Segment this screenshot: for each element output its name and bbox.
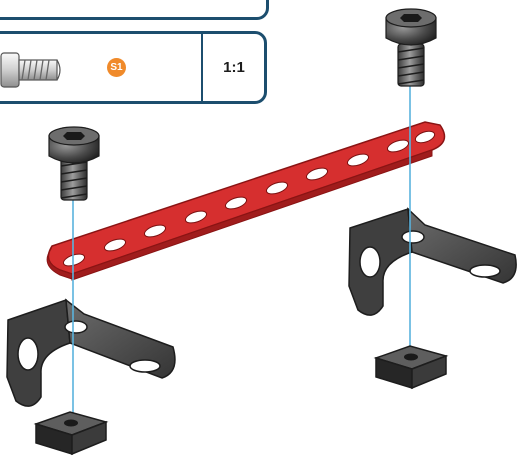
angle-bracket <box>6 298 176 407</box>
square-nut <box>373 345 449 390</box>
screw-icon <box>0 52 61 88</box>
square-nut <box>33 411 109 456</box>
part-badge: S1 <box>107 58 126 77</box>
instruction-header-panel <box>0 0 269 20</box>
screw-icon <box>385 8 437 87</box>
perforated-strip <box>46 121 446 281</box>
screw-icon <box>48 126 100 201</box>
guide-line <box>72 80 411 425</box>
parts-list-panel: S1 1:1 <box>0 31 267 104</box>
scale-label: 1:1 <box>223 59 245 76</box>
angle-bracket <box>348 207 517 316</box>
divider <box>201 34 203 101</box>
